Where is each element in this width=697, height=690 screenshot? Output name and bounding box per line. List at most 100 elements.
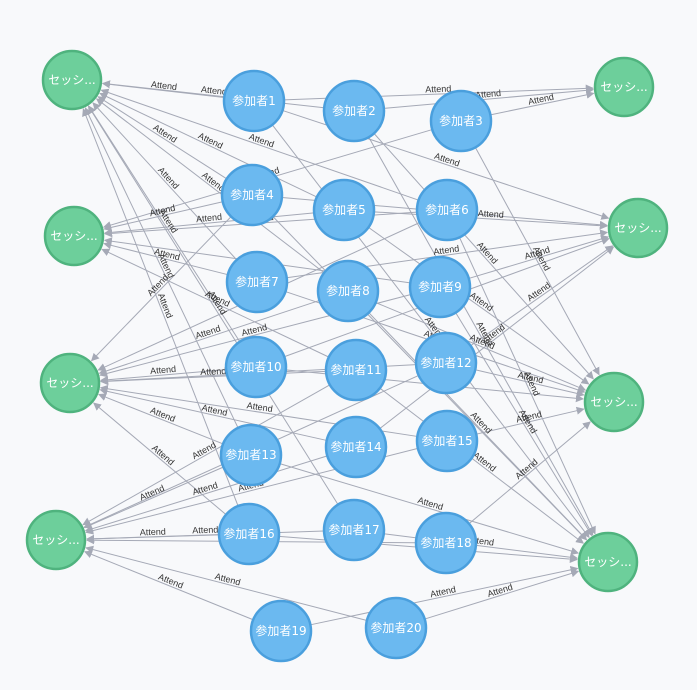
edge-p2-s1[interactable]	[102, 80, 325, 109]
edge-p12-s7[interactable]	[475, 369, 585, 398]
edge-p17-s1[interactable]	[88, 105, 339, 505]
edge-p2-s5[interactable]	[383, 86, 594, 109]
participant-circle[interactable]	[322, 79, 386, 143]
participant-circle[interactable]	[217, 502, 281, 566]
edge-p12-s6[interactable]	[470, 245, 614, 347]
participant-node-p2[interactable]: 参加者2	[322, 79, 386, 143]
edge-p4-s1[interactable]	[97, 96, 227, 180]
session-circle[interactable]	[583, 371, 645, 433]
edge-p6-s1[interactable]	[100, 88, 419, 201]
edge-p19-s8[interactable]	[310, 565, 579, 626]
participant-node-p12[interactable]: 参加者12	[414, 331, 478, 395]
session-node-s3[interactable]: セッシ...	[39, 352, 101, 414]
edge-p15-s7[interactable]	[476, 406, 585, 435]
edge-p14-s4[interactable]	[84, 455, 328, 533]
session-circle[interactable]	[607, 197, 669, 259]
edge-p9-s8[interactable]	[455, 312, 593, 537]
edge-p20-s8[interactable]	[424, 569, 580, 620]
participant-node-p16[interactable]: 参加者16	[217, 502, 281, 566]
edge-p10-s3[interactable]	[100, 369, 227, 384]
participant-node-p4[interactable]: 参加者4	[220, 163, 284, 227]
edge-p17-s4[interactable]	[86, 530, 325, 543]
participant-circle[interactable]	[364, 596, 428, 660]
participant-circle[interactable]	[219, 423, 283, 487]
session-node-s1[interactable]: セッシ...	[41, 49, 103, 111]
edge-p20-s4[interactable]	[85, 545, 368, 621]
participant-node-p7[interactable]: 参加者7	[225, 250, 289, 314]
participant-circle[interactable]	[408, 255, 472, 319]
participant-node-p19[interactable]: 参加者19	[249, 599, 313, 663]
session-circle[interactable]	[25, 509, 87, 571]
session-circle[interactable]	[593, 56, 655, 118]
edge-p8-s1[interactable]	[95, 98, 325, 274]
participant-circle[interactable]	[415, 178, 479, 242]
session-node-s6[interactable]: セッシ...	[607, 197, 669, 259]
participant-node-p9[interactable]: 参加者9	[408, 255, 472, 319]
participant-node-p11[interactable]: 参加者11	[324, 338, 388, 402]
participant-circle[interactable]	[414, 511, 478, 575]
participant-node-p20[interactable]: 参加者20	[364, 596, 428, 660]
edge-p18-s7[interactable]	[468, 421, 591, 525]
participant-node-p5[interactable]: 参加者5	[312, 178, 376, 242]
participant-node-p13[interactable]: 参加者13	[219, 423, 283, 487]
edge-p3-s7[interactable]	[474, 147, 600, 376]
edge-p8-s8[interactable]	[368, 312, 588, 541]
participant-circle[interactable]	[312, 178, 376, 242]
participant-node-p8[interactable]: 参加者8	[316, 259, 380, 323]
edge-p8-s3[interactable]	[98, 299, 320, 375]
participant-circle[interactable]	[322, 498, 386, 562]
session-circle[interactable]	[577, 531, 639, 593]
edge-p2-s8[interactable]	[368, 136, 594, 536]
participant-node-p6[interactable]: 参加者6	[415, 178, 479, 242]
session-node-s2[interactable]: セッシ...	[43, 205, 105, 267]
session-circle[interactable]	[43, 205, 105, 267]
edge-p7-s2[interactable]	[103, 241, 229, 276]
edge-p14-s6[interactable]	[379, 246, 615, 429]
edge-p4-s3[interactable]	[91, 216, 232, 362]
participant-node-p15[interactable]: 参加者15	[415, 409, 479, 473]
participant-circle[interactable]	[414, 331, 478, 395]
participant-circle[interactable]	[415, 409, 479, 473]
session-circle[interactable]	[41, 49, 103, 111]
edge-p2-s7[interactable]	[373, 133, 594, 380]
edge-p13-s1[interactable]	[84, 107, 239, 429]
participant-node-p10[interactable]: 参加者10	[224, 335, 288, 399]
edge-p11-s2[interactable]	[101, 248, 330, 358]
edge-p7-s1[interactable]	[92, 102, 238, 261]
edge-p5-s2[interactable]	[104, 212, 315, 237]
participant-circle[interactable]	[225, 250, 289, 314]
participant-circle[interactable]	[220, 163, 284, 227]
edge-p5-s1[interactable]	[99, 92, 318, 198]
participant-circle[interactable]	[324, 415, 388, 479]
edge-p13-s4[interactable]	[83, 466, 224, 529]
participant-circle[interactable]	[316, 259, 380, 323]
edge-p13-s3[interactable]	[98, 393, 224, 445]
edge-p4-s2[interactable]	[103, 201, 223, 232]
participant-node-p3[interactable]: 参加者3	[429, 89, 493, 153]
participant-circle[interactable]	[222, 69, 286, 133]
session-node-s4[interactable]: セッシ...	[25, 509, 87, 571]
edge-p5-s7[interactable]	[368, 226, 590, 385]
edge-p11-s8[interactable]	[379, 387, 584, 544]
session-node-s7[interactable]: セッシ...	[583, 371, 645, 433]
participant-circle[interactable]	[324, 338, 388, 402]
edge-p16-s1[interactable]	[82, 108, 239, 507]
edge-p6-s8[interactable]	[459, 237, 596, 535]
session-circle[interactable]	[39, 352, 101, 414]
edge-p9-s6[interactable]	[468, 235, 610, 279]
participant-circle[interactable]	[249, 599, 313, 663]
participant-node-p17[interactable]: 参加者17	[322, 498, 386, 562]
edge-p16-s3[interactable]	[93, 402, 227, 516]
edge-p11-s4[interactable]	[82, 384, 331, 526]
participant-circle[interactable]	[224, 335, 288, 399]
participant-node-p14[interactable]: 参加者14	[324, 415, 388, 479]
edge-p5-s6[interactable]	[373, 211, 608, 230]
participant-node-p18[interactable]: 参加者18	[414, 511, 478, 575]
edge-p13-s8[interactable]	[279, 463, 580, 555]
session-node-s5[interactable]: セッシ...	[593, 56, 655, 118]
edge-p8-s7[interactable]	[375, 302, 587, 391]
edge-p19-s4[interactable]	[83, 550, 254, 621]
session-node-s8[interactable]: セッシ...	[577, 531, 639, 593]
edge-p14-s3[interactable]	[99, 387, 327, 441]
